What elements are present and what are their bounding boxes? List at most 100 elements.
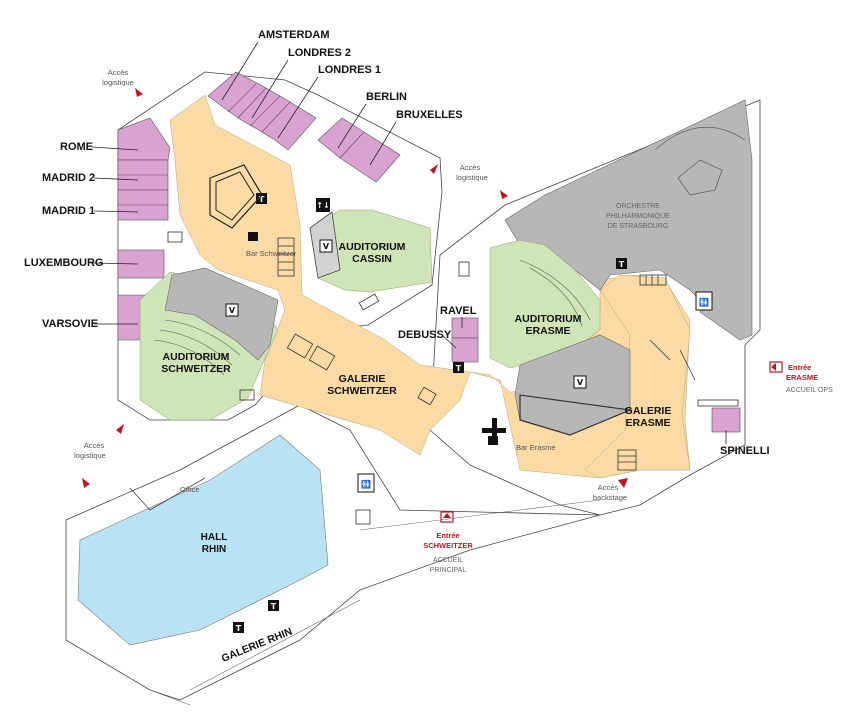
- room-londres1: [261, 101, 317, 151]
- auditorium-schweitzer-label-1: AUDITORIUM: [163, 351, 230, 363]
- logistics-label-2: logistique: [456, 173, 488, 182]
- orchestra-label-2: PHILHARMONIQUE: [606, 213, 670, 220]
- label-berlin: BERLIN: [366, 91, 407, 103]
- bar-schweitzer-counter: [209, 164, 263, 229]
- auditorium-cassin: V AUDITORIUM CASSIN: [309, 209, 433, 293]
- label-spinelli: SPINELLI: [720, 445, 770, 457]
- label-amsterdam: AMSTERDAM: [258, 29, 330, 41]
- office-label: Office: [180, 485, 199, 494]
- label-londres2: LONDRES 2: [288, 47, 351, 59]
- logistics-label-2: logistique: [74, 451, 106, 460]
- cassin-vip-icon: [319, 239, 333, 253]
- auditorium-cassin-label-1: AUDITORIUM: [339, 241, 406, 253]
- svg-text:🚻: 🚻: [699, 297, 709, 307]
- hall-rhin: HALL RHIN Office: [77, 434, 329, 646]
- entrance-schweitzer-label-2: SCHWEITZER: [423, 541, 473, 550]
- logistics-label-1: Accès: [108, 68, 129, 77]
- galerie-erasme-label-1: GALERIE: [625, 405, 672, 417]
- erasme-vip-icon: [573, 375, 587, 389]
- orchestra-label-3: DE STRASBOURG: [608, 223, 669, 230]
- toilet-icon: [616, 258, 627, 269]
- backstage-label-2: backstage: [593, 493, 627, 502]
- entrance-erasme: Entrée ERASME ACCUEIL OPS: [769, 361, 833, 394]
- entrance-schweitzer-sub-2: PRINCIPAL: [430, 567, 467, 574]
- entrance-schweitzer-label-1: Entrée: [436, 531, 459, 540]
- label-madrid2: MADRID 2: [42, 172, 95, 184]
- logistics-arrow-icon: [430, 164, 438, 174]
- erasme-vip-icon-label: V: [577, 378, 584, 387]
- toilet-icon: [268, 600, 279, 611]
- entrance-erasme-label-2: ERASME: [786, 373, 818, 382]
- hall-rhin-label-1: HALL: [201, 532, 228, 543]
- entrance-schweitzer-arrow-icon: [443, 513, 451, 518]
- map-icons: T T T T T ↑↓ 🚻 🚻: [209, 164, 713, 633]
- entrance-erasme-label-1: Entrée: [788, 363, 811, 372]
- galerie-erasme-label-2: ERASME: [626, 417, 671, 429]
- room-debussy: [451, 337, 479, 363]
- room-spinelli: [711, 407, 741, 433]
- backstage-arrow-icon: [618, 478, 628, 488]
- logistics-arrow-icon: [500, 190, 508, 199]
- label-varsovie: VARSOVIE: [42, 318, 98, 330]
- svg-text:↑↓: ↑↓: [316, 201, 329, 210]
- svg-text:T: T: [259, 195, 265, 204]
- auditorium-erasme-label-1: AUDITORIUM: [515, 313, 582, 325]
- bar-erasme-label: Bar Erasme: [516, 443, 556, 452]
- restroom-icon: [695, 291, 713, 311]
- logistics-label-2: logistique: [102, 78, 134, 87]
- galerie-erasme-area: [584, 274, 691, 479]
- logistics-arrow-icon: [82, 478, 90, 488]
- bar-erasme-counter: [482, 418, 506, 442]
- entrance-erasme-sub: ACCUEIL OPS: [786, 387, 833, 394]
- svg-text:T: T: [271, 602, 277, 611]
- logistics-arrow-icon: [116, 424, 124, 434]
- stairs-and-furniture: [167, 231, 739, 525]
- label-londres1: LONDRES 1: [318, 64, 381, 76]
- elevator-icon: [316, 198, 330, 212]
- toilet-icon: [453, 362, 464, 373]
- label-bruxelles: BRUXELLES: [396, 109, 463, 121]
- access-labels: Accès logistique Accès logistique Accès …: [74, 68, 628, 502]
- entrance-erasme-arrow-icon: [771, 363, 776, 371]
- svg-text:T: T: [456, 364, 462, 373]
- label-luxembourg: LUXEMBOURG: [24, 257, 103, 269]
- galerie-rhin-label: GALERIE RHIN: [220, 626, 294, 665]
- auditorium-erasme: V AUDITORIUM ERASME: [489, 239, 633, 436]
- room-rome: [117, 117, 171, 161]
- entrance-schweitzer: Entrée SCHWEITZER ACCUEIL PRINCIPAL: [423, 511, 473, 574]
- entrance-schweitzer-sub-1: ACCUEIL: [433, 557, 463, 564]
- room-labels: AMSTERDAM LONDRES 2 LONDRES 1 BERLIN BRU…: [24, 29, 770, 457]
- schweitzer-stage: [164, 267, 279, 361]
- auditorium-erasme-label-2: ERASME: [526, 325, 571, 337]
- auditorium-cassin-label-2: CASSIN: [352, 253, 392, 265]
- room-bruxelles: [339, 131, 401, 183]
- schweitzer-vip-icon-label: V: [229, 306, 236, 315]
- schweitzer-vip-icon: [225, 303, 239, 317]
- galerie-schweitzer-label-2: SCHWEITZER: [327, 385, 397, 397]
- logistics-arrow-icon: [135, 88, 143, 97]
- auditorium-schweitzer: V AUDITORIUM SCHWEITZER: [139, 267, 279, 421]
- svg-text:T: T: [619, 260, 625, 269]
- svg-text:T: T: [236, 624, 242, 633]
- label-madrid1: MADRID 1: [42, 205, 95, 217]
- restroom-icon: [357, 473, 375, 493]
- toilet-icon: [256, 193, 267, 204]
- hall-rhin-label-2: RHIN: [202, 544, 226, 555]
- label-ravel: RAVEL: [440, 305, 477, 317]
- toilet-icon: [233, 622, 244, 633]
- room-ravel: [451, 317, 479, 339]
- exterior-lines: [117, 399, 601, 706]
- label-rome: ROME: [60, 141, 93, 153]
- cassin-vip-icon-label: V: [323, 242, 330, 251]
- auditorium-schweitzer-label-2: SCHWEITZER: [161, 363, 231, 375]
- backstage-label-1: Accès: [598, 483, 619, 492]
- label-debussy: DEBUSSY: [398, 329, 452, 341]
- svg-text:🚻: 🚻: [361, 479, 371, 489]
- logistics-label-1: Accès: [460, 163, 481, 172]
- logistics-label-1: Accès: [84, 441, 105, 450]
- coffee-icon: [248, 232, 258, 241]
- orchestra-label-1: ORCHESTRE: [616, 203, 660, 210]
- galerie-schweitzer-label-1: GALERIE: [339, 373, 386, 385]
- bar-schweitzer-label: Bar Schweitzer: [246, 249, 297, 258]
